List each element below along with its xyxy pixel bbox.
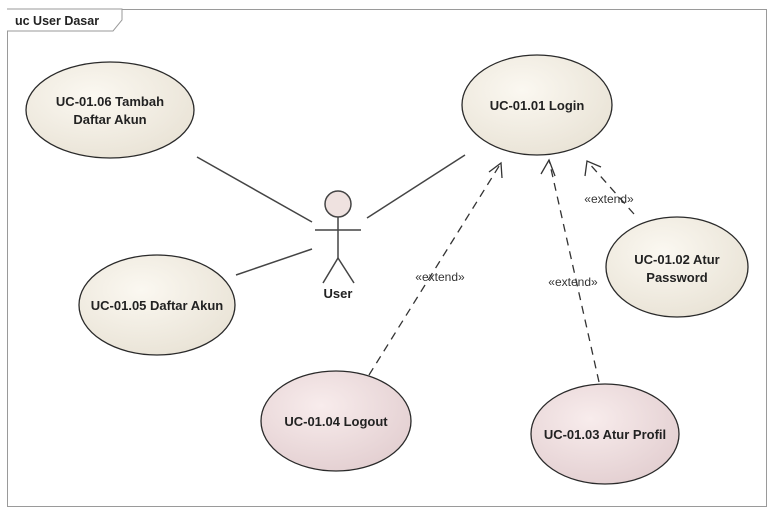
- actor-name: User: [324, 286, 353, 301]
- usecase-daftar-akun[interactable]: UC-01.05 Daftar Akun: [78, 254, 236, 356]
- usecase-logout[interactable]: UC-01.04 Logout: [260, 370, 412, 472]
- extend-label-password: «extend»: [584, 192, 634, 206]
- usecase-label-line1: UC-01.02 Atur: [634, 252, 719, 267]
- extend-relations: [368, 159, 635, 383]
- usecase-label: UC-01.04 Logout: [284, 414, 388, 429]
- usecase-label-line2: Password: [646, 270, 707, 285]
- usecase-label: UC-01.03 Atur Profil: [544, 427, 666, 442]
- extend-label-profil: «extend»: [548, 275, 598, 289]
- extend-label-logout: «extend»: [415, 270, 465, 284]
- arrowhead-logout: [488, 161, 503, 179]
- usecase-atur-profil[interactable]: UC-01.03 Atur Profil: [530, 383, 680, 485]
- association-login: [366, 154, 466, 219]
- diagram-frame: [7, 9, 767, 507]
- arrowhead-password: [584, 160, 602, 177]
- usecase-label-line1: UC-01.06 Tambah: [56, 94, 164, 109]
- association-tambah-daftar-akun: [196, 156, 313, 223]
- extend-line-logout: [368, 162, 502, 376]
- usecase-login[interactable]: UC-01.01 Login: [461, 54, 613, 156]
- usecase-label: UC-01.01 Login: [490, 98, 585, 113]
- actor-right-leg: [337, 257, 355, 284]
- frame-title: uc User Dasar: [15, 14, 99, 28]
- frame-title-tab: [7, 8, 123, 32]
- usecase-tambah-daftar-akun[interactable]: UC-01.06 Tambah Daftar Akun: [25, 61, 195, 159]
- actor-head: [324, 190, 352, 218]
- usecase-atur-password[interactable]: UC-01.02 Atur Password: [605, 216, 749, 318]
- associations: [196, 154, 466, 276]
- actor-user: [315, 190, 361, 284]
- extend-line-profil: [548, 159, 600, 383]
- usecase-label: UC-01.05 Daftar Akun: [91, 298, 224, 313]
- usecase-label-line2: Daftar Akun: [73, 112, 146, 127]
- extend-arrowheads: [488, 158, 602, 179]
- arrowhead-profil: [540, 158, 556, 177]
- association-daftar-akun: [235, 248, 313, 276]
- actor-left-leg: [322, 257, 339, 284]
- extend-line-password: [586, 160, 635, 215]
